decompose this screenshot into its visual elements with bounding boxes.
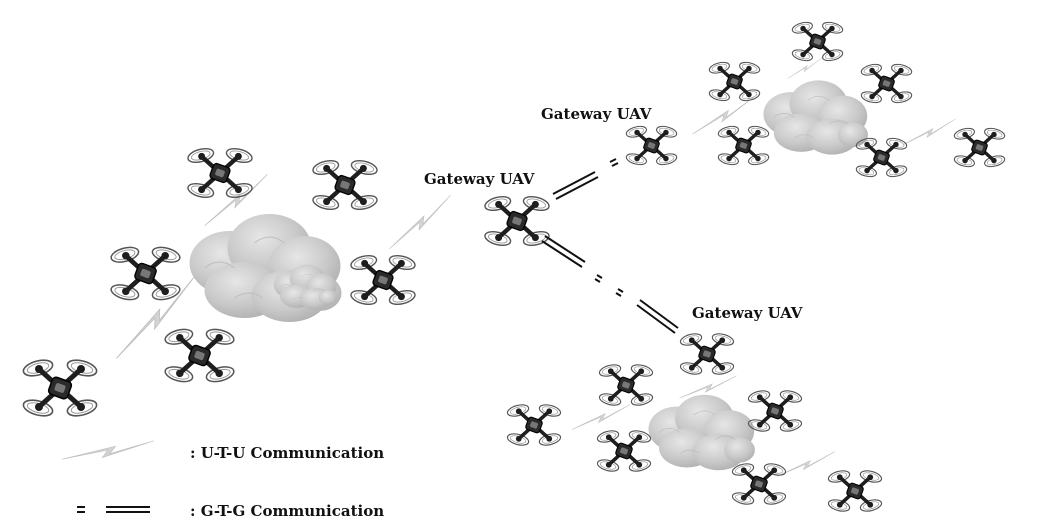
drone-icon: [164, 327, 236, 384]
drone-icon: [505, 400, 563, 450]
drone-icon: [859, 60, 914, 107]
drone-icon: [186, 146, 253, 200]
lightning-icon: [62, 440, 154, 460]
drone-icon: [22, 357, 99, 418]
drone-icon: [730, 459, 788, 509]
legend: : U-T-U Communication : G-T-G Communicat…: [62, 440, 384, 520]
legend-gtg-text: : G-T-G Communication: [190, 502, 384, 520]
legend-utu-text: : U-T-U Communication: [190, 444, 384, 462]
cloud-icon: [763, 79, 869, 156]
drone-icon: [716, 122, 771, 169]
gtg-link-upper: [552, 158, 619, 200]
drone-icon: [707, 58, 762, 105]
cloud-icon: [648, 394, 756, 471]
gateway-uav-label-top: Gateway UAV: [541, 105, 652, 123]
lightning-icon: [899, 118, 959, 146]
lightning-icon: [677, 375, 739, 399]
gateway-uav-label-center: Gateway UAV: [424, 170, 535, 188]
drone-icon: [624, 122, 679, 169]
double-line-icon: [77, 506, 150, 513]
gateway-uav-label-bottom: Gateway UAV: [692, 304, 803, 322]
drone-icon: [678, 329, 736, 379]
drone-icon: [349, 253, 416, 307]
drone-icon: [483, 194, 550, 248]
drone-icon: [110, 245, 182, 302]
lightning-icon: [773, 451, 839, 477]
drone-icon: [826, 466, 884, 516]
drone-icon: [790, 18, 845, 65]
drone-icon: [746, 386, 804, 436]
gtg-link-lower: [541, 235, 679, 334]
drone-icon: [597, 360, 655, 410]
drone-icon: [311, 158, 378, 212]
lightning-icon: [380, 194, 460, 250]
lightning-icon: [569, 404, 633, 430]
drone-icon: [595, 426, 653, 476]
drone-icon: [952, 124, 1007, 171]
